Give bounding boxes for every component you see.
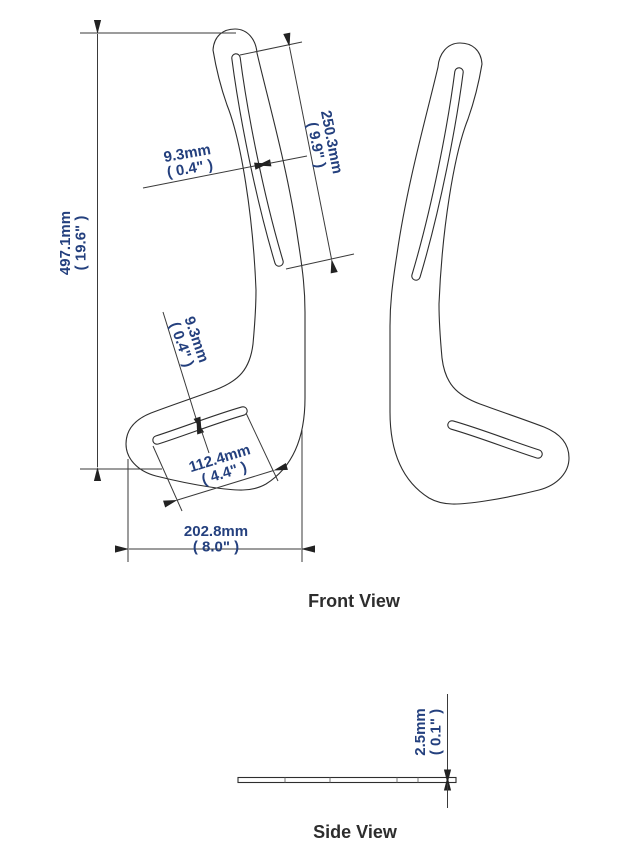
thickness-imperial-label: ( 0.1" ) [428, 709, 445, 755]
side-view-label: Side View [313, 822, 398, 842]
front-view: 497.1mm ( 19.6" ) 250.3mm ( 9.9" ) 9.3mm… [57, 20, 569, 611]
front-view-label: Front View [308, 591, 401, 611]
thickness-metric-label: 2.5mm [412, 708, 429, 756]
overall-height-imperial-label: ( 19.6" ) [73, 216, 90, 271]
overall-width-metric-label: 202.8mm [184, 523, 248, 540]
dim-overall-width: 202.8mm ( 8.0" ) [115, 430, 315, 562]
overall-width-imperial-label: ( 8.0" ) [193, 539, 239, 556]
dim-thickness: 2.5mm ( 0.1" ) [412, 694, 452, 808]
overall-height-metric-label: 497.1mm [57, 211, 74, 275]
side-view: 2.5mm ( 0.1" ) Side View [237, 694, 457, 842]
front-view-right-part-outline [390, 43, 569, 504]
dim-overall-height: 497.1mm ( 19.6" ) [57, 20, 236, 481]
side-view-strip [237, 776, 457, 784]
front-view-left-part-outline [126, 29, 305, 490]
